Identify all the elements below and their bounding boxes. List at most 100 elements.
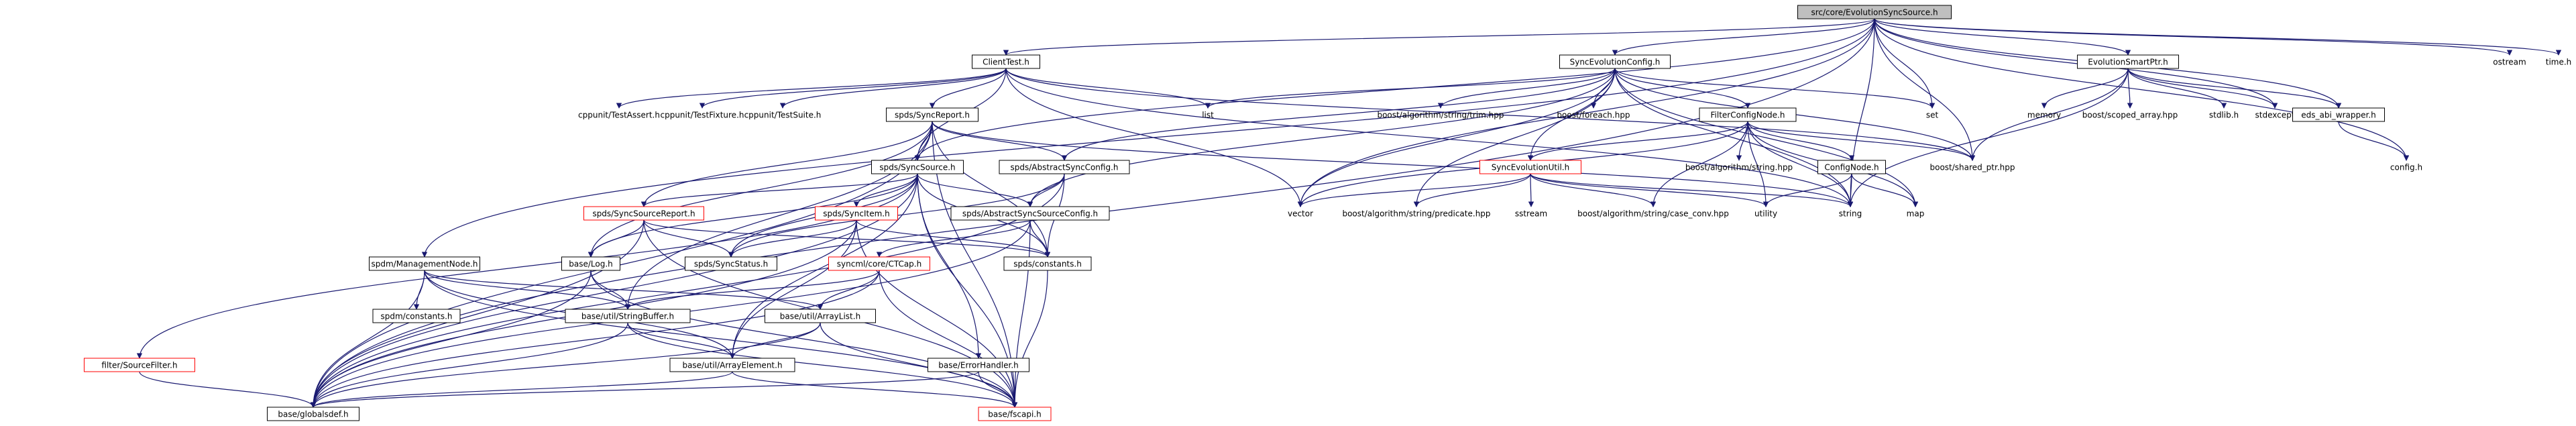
node-label: map xyxy=(1907,209,1925,219)
node-label: base/util/StringBuffer.h xyxy=(581,312,674,321)
edge-syncevoutil-to-sstream xyxy=(1528,173,1534,207)
edge-clienttest-to-shared_ptr xyxy=(1005,68,1976,161)
node-label: cppunit/TestFixture.h xyxy=(660,111,744,120)
edge-clienttest-to-cppunit_assert xyxy=(616,68,1007,109)
node-label: spds/AbstractSyncConfig.h xyxy=(1011,163,1119,172)
node-label: eds_abi_wrapper.h xyxy=(2301,111,2376,120)
edge-root-to-vector xyxy=(1297,18,1875,207)
node-ctcap[interactable]: syncml/core/CTCap.h xyxy=(828,256,930,271)
node-box xyxy=(669,358,795,372)
edge-arrayelement-to-globalsdef xyxy=(310,371,733,408)
edge-syncevoconfig-to-set xyxy=(1614,68,1936,109)
node-label: time.h xyxy=(2546,58,2572,67)
edge-errorhandler-to-fscapi xyxy=(978,371,1018,408)
node-label: spds/SyncStatus.h xyxy=(694,260,768,269)
node-label: spds/AbstractSyncSourceConfig.h xyxy=(962,209,1098,219)
edge-filterconfignode-to-case_conv xyxy=(1650,121,1748,207)
edge-stringbuffer-to-globalsdef xyxy=(310,322,628,408)
node-arraylist[interactable]: base/util/ArrayList.h xyxy=(765,309,876,323)
node-label: base/fscapi.h xyxy=(988,410,1041,419)
node-label: spdm/ManagementNode.h xyxy=(371,260,478,269)
node-box xyxy=(828,256,930,271)
node-memory: memory xyxy=(2027,111,2061,120)
node-box xyxy=(1003,256,1092,271)
node-filterconfignode[interactable]: FilterConfigNode.h xyxy=(1699,107,1797,122)
edge-root-to-timeh xyxy=(1874,18,2561,56)
edge-syncsource-to-syncitem xyxy=(853,173,918,207)
node-ostream: ostream xyxy=(2493,58,2526,67)
node-label: base/Log.h xyxy=(569,260,613,269)
edge-managementnode-to-spdmconstants xyxy=(413,270,425,310)
node-errorhandler[interactable]: base/ErrorHandler.h xyxy=(928,358,1029,372)
node-stringbuffer[interactable]: base/util/StringBuffer.h xyxy=(565,309,691,323)
node-box xyxy=(1479,160,1581,174)
node-syncsourcereport[interactable]: spds/SyncSourceReport.h xyxy=(583,206,704,221)
node-managementnode[interactable]: spdm/ManagementNode.h xyxy=(369,256,480,271)
node-config: config.h xyxy=(2390,163,2422,172)
node-globalsdef[interactable]: base/globalsdef.h xyxy=(267,407,359,421)
node-label: spdm/constants.h xyxy=(380,312,452,321)
edge-syncreport-to-syncsourcereport xyxy=(640,121,933,207)
edge-clienttest-to-vector xyxy=(1005,68,1304,207)
edge-filterconfignode-to-syncevoutil xyxy=(1527,121,1748,161)
node-syncreport[interactable]: spds/SyncReport.h xyxy=(886,107,978,122)
node-algstring: boost/algorithm/string.hpp xyxy=(1685,163,1793,172)
node-fscapi[interactable]: base/fscapi.h xyxy=(978,407,1052,421)
node-syncstatus[interactable]: spds/SyncStatus.h xyxy=(685,256,777,271)
edge-syncreport-to-constants xyxy=(932,121,1051,258)
node-label: syncml/core/CTCap.h xyxy=(837,260,921,269)
edge-evosmartptr-to-stdexcept xyxy=(2127,68,2278,109)
edge-evosmartptr-to-memory xyxy=(2041,68,2129,109)
node-baselog[interactable]: base/Log.h xyxy=(561,256,620,271)
node-abstractsyncsourceconfig[interactable]: spds/AbstractSyncSourceConfig.h xyxy=(950,206,1110,221)
edge-ctcap-to-globalsdef xyxy=(310,270,880,408)
node-list: list xyxy=(1202,111,1214,120)
node-sstream: sstream xyxy=(1515,209,1547,219)
edge-syncevoconfig-to-list xyxy=(1205,68,1616,109)
edge-syncreport-to-stringbuffer xyxy=(624,121,933,310)
edge-evosmartptr-to-scoped_array xyxy=(2127,68,2133,109)
node-syncsource[interactable]: spds/SyncSource.h xyxy=(871,160,964,174)
edge-clienttest-to-syncreport xyxy=(929,68,1007,109)
node-abstractsyncconfig[interactable]: spds/AbstractSyncConfig.h xyxy=(999,160,1130,174)
node-syncitem[interactable]: spds/SyncItem.h xyxy=(815,206,898,221)
edge-root-to-managementnode xyxy=(421,18,1875,258)
node-box xyxy=(1559,54,1671,69)
edge-stringbuffer-to-fscapi xyxy=(627,322,1018,408)
node-timeh: time.h xyxy=(2546,58,2572,67)
node-syncevoconfig[interactable]: SyncEvolutionConfig.h xyxy=(1559,54,1671,69)
edge-managementnode-to-globalsdef xyxy=(310,270,425,408)
edge-syncreport-to-globalsdef xyxy=(310,121,933,408)
node-box xyxy=(2077,54,2179,69)
node-clienttest[interactable]: ClientTest.h xyxy=(972,54,1040,69)
node-label: base/util/ArrayList.h xyxy=(780,312,860,321)
node-syncevoutil[interactable]: SyncEvolutionUtil.h xyxy=(1479,160,1581,174)
node-label: stdexcept xyxy=(2255,111,2295,120)
node-constants[interactable]: spds/constants.h xyxy=(1003,256,1092,271)
node-label: base/ErrorHandler.h xyxy=(938,361,1018,370)
edge-arraylist-to-fscapi xyxy=(820,322,1018,408)
node-box xyxy=(369,256,480,271)
node-arrayelement[interactable]: base/util/ArrayElement.h xyxy=(669,358,795,372)
edge-confignode-to-map xyxy=(1851,173,1919,207)
node-label: ConfigNode.h xyxy=(1824,163,1879,172)
edge-ctcap-to-fscapi xyxy=(879,270,1018,408)
edge-clienttest-to-cppunit_suite xyxy=(779,68,1007,109)
edge-root-to-set xyxy=(1874,18,1936,109)
node-label: boost/algorithm/string/trim.hpp xyxy=(1377,111,1504,120)
edge-managementnode-to-arraylist xyxy=(424,270,824,310)
edge-evosmartptr-to-stdlib xyxy=(2127,68,2227,109)
edge-constants-to-fscapi xyxy=(1011,270,1048,408)
node-label: filter/SourceFilter.h xyxy=(101,361,177,370)
node-eds_abi[interactable]: eds_abi_wrapper.h xyxy=(2292,107,2385,122)
edge-root-to-syncsource xyxy=(914,18,1875,161)
edge-syncevoconfig-to-string xyxy=(1614,68,1854,207)
node-confignode[interactable]: ConfigNode.h xyxy=(1817,160,1886,174)
node-evosmartptr[interactable]: EvolutionSmartPtr.h xyxy=(2077,54,2179,69)
node-spdmconstants[interactable]: spdm/constants.h xyxy=(372,309,461,323)
node-box xyxy=(84,358,195,372)
edge-baselog-to-fscapi xyxy=(590,270,1018,408)
node-root[interactable]: src/core/EvolutionSyncSource.h xyxy=(1797,5,1952,19)
node-sourcefilter[interactable]: filter/SourceFilter.h xyxy=(84,358,195,372)
node-label: SyncEvolutionUtil.h xyxy=(1492,163,1569,172)
